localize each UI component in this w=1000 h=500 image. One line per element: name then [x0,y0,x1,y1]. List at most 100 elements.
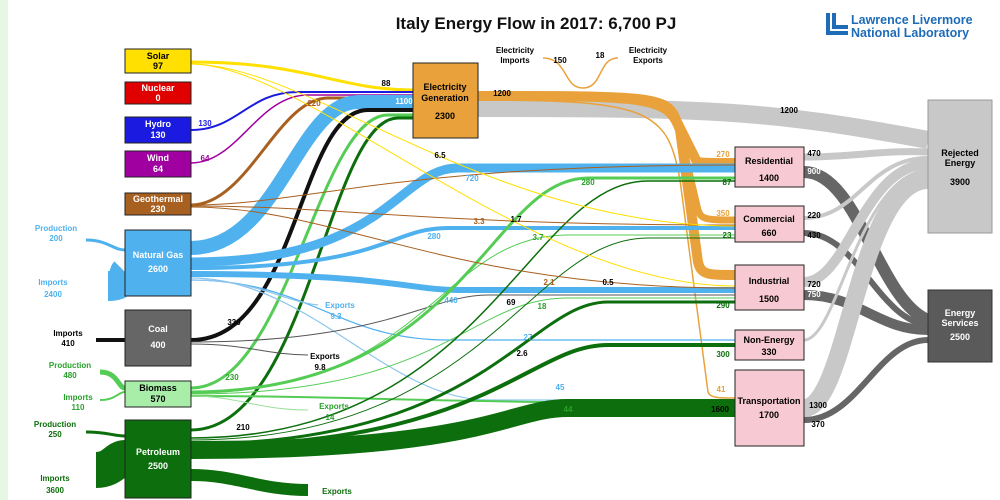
coal-exports-value: 9.8 [314,363,326,372]
flow-bio-to-commercial [190,234,735,394]
pet-production-label: Production [34,420,76,429]
coal-exports-label: Exports [310,352,340,361]
pet-exports-label: Exports [322,487,352,496]
flow-coal-to-industrial [190,294,735,343]
flow-pet-production-in [85,430,126,438]
petroleum-node[interactable] [124,419,192,499]
flow-label-solar-com: 1.7 [510,215,522,224]
flow-label-pet-res: 87 [723,178,732,187]
transportation-node[interactable] [734,369,805,447]
flow-wind-to-elec [190,94,413,164]
flow-bio-to-industrial [190,297,735,395]
llnl-logo: Lawrence Livermore National Laboratory [826,13,973,40]
nuclear-node[interactable] [124,81,192,105]
rejected-value: 3900 [950,177,970,187]
rejected-label-1: Rejected [941,148,979,158]
flow-pet-to-commercial [190,237,735,441]
natural-gas-node[interactable] [124,229,192,297]
flow-label-coal-ne: 2.6 [516,349,528,358]
flow-residential-to-rejected [803,148,929,161]
flow-label-pet-ind: 290 [716,301,730,310]
transportation-label: Transportation [737,396,800,406]
geothermal-node[interactable] [124,192,192,216]
industrial-node[interactable] [734,264,805,311]
flow-label-elec-com: 350 [716,209,730,218]
elec-imports-label-1: Electricity [496,46,535,55]
flow-label-tr-rej: 1300 [809,401,827,410]
electricity-value: 2300 [435,111,455,121]
coal-node[interactable] [124,309,192,367]
flow-elec-imports [542,57,619,89]
flow-pet-to-nonenergy [190,343,735,448]
pet-imports-value: 3600 [46,486,64,495]
industrial-label: Industrial [749,276,790,286]
diagram-title: Italy Energy Flow in 2017: 6,700 PJ [396,14,677,33]
electricity-generation-node[interactable] [412,62,479,139]
ng-imports-value: 2400 [44,290,62,299]
flow-bio-exports [190,395,309,411]
elec-exports-label-2: Exports [633,56,663,65]
flow-label-hydro-elec: 130 [198,119,212,128]
flow-label-elec-ind: 650 [716,269,730,278]
flow-ng-production-in [85,238,126,252]
pet-production-value: 250 [48,430,62,439]
flow-geo-to-com [190,205,736,226]
bio-imports-value: 110 [72,403,85,412]
non-energy-node[interactable] [734,329,805,361]
flow-label-bio-com: 3.7 [532,233,544,242]
nuclear-value: 0 [155,93,160,103]
flow-label-solar-elec: 88 [382,79,391,88]
flow-label-pet-elec: 210 [236,423,250,432]
flow-industrial-to-services [803,290,929,335]
flow-label-tr-svc: 370 [811,420,825,429]
solar-node[interactable] [124,48,192,74]
coal-imports-value: 410 [61,339,75,348]
flow-pet-to-transport [190,399,735,459]
bio-exports-value: 14 [326,413,335,422]
biomass-node[interactable] [124,380,192,408]
commercial-node[interactable] [734,205,805,243]
flow-ng-exports [190,279,319,306]
flow-label-res-rej: 470 [807,149,821,158]
flow-label-elec-tr: 41 [717,385,726,394]
logo-line-1: Lawrence Livermore [851,13,973,27]
flow-pet-to-residential [190,180,735,439]
flow-transportation-to-services [803,337,929,423]
flow-label-elec-rej-2: 1200 [780,106,798,115]
solar-label: Solar [147,51,170,61]
energy-flow-diagram: Solar 97 Nuclear 0 Hydro 130 Wind 64 Geo… [8,0,1000,500]
bio-imports-label: Imports [63,393,93,402]
flow-label-ng-tr: 45 [556,383,565,392]
energy-services-node[interactable] [927,289,993,363]
solar-value: 97 [153,61,163,71]
flow-solar-to-com [190,63,736,227]
flow-transportation-to-rejected [801,171,930,417]
ng-imports-label: Imports [38,278,68,287]
services-value: 2500 [950,332,970,342]
residential-node[interactable] [734,146,805,188]
elec-imports-label-2: Imports [500,56,530,65]
elec-imports-value: 150 [553,56,567,65]
flow-commercial-to-rejected [803,156,929,220]
bio-production-value: 480 [63,371,77,380]
flow-ng-to-transport [190,277,735,401]
flow-pet-imports-in [94,440,130,488]
flow-label-elec-rej: 1200 [493,89,511,98]
hydro-node[interactable] [124,116,192,144]
flow-ng-to-commercial [190,226,735,270]
flow-label-geo-elec: 220 [307,99,321,108]
non-energy-value: 330 [761,347,776,357]
ng-exports-label: Exports [325,301,355,310]
flow-pet-to-elec [190,116,413,432]
non-energy-label: Non-Energy [743,335,794,345]
rejected-energy-node[interactable] [927,99,993,234]
flow-bio-to-residential [190,176,735,394]
flow-label-pet-ne: 300 [716,350,730,359]
elec-exports-value: 18 [596,51,605,60]
flow-electricity-to-industrial [477,91,736,280]
logo-line-2: National Laboratory [851,26,969,40]
flow-pet-exports [190,469,309,496]
bio-exports-label: Exports [319,402,349,411]
flow-bio-production-in [99,369,126,391]
wind-node[interactable] [124,150,192,178]
